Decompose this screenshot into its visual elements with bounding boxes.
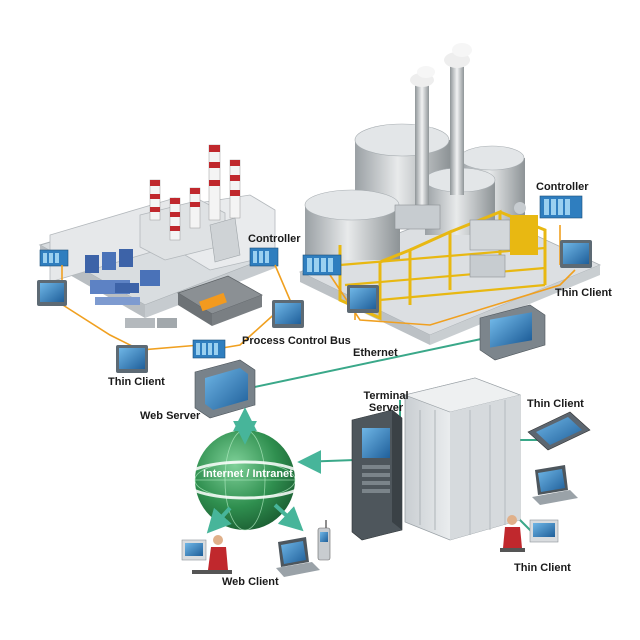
left-plant [40,145,275,328]
ethernet-label: Ethernet [353,347,398,359]
web-server-label: Web Server [140,410,200,422]
web-client-laptop [276,537,320,577]
controller-bus-device [193,340,225,358]
thin-client-user-right [500,515,558,552]
monitor-left-mid [272,300,304,328]
tablet-device [528,412,590,450]
monitor-right-top [560,240,592,268]
laptop-right [532,465,578,505]
process-control-bus-label: Process Control Bus [242,335,351,347]
monitor-left-bottom [116,345,148,373]
monitor-right-mid [347,285,379,313]
server-racks [405,378,520,540]
controller-right-label: Controller [536,181,589,193]
web-client-user [182,535,232,574]
terminal-server-label-line1: Terminal [362,390,410,402]
thin-client-right-label: Thin Client [555,287,612,299]
web-client-phone [318,520,330,560]
terminal-server-label-line2: Server [362,402,410,414]
terminal-server-device [352,410,402,540]
internet-intranet-label: Internet / Intranet [203,468,293,480]
right-plant [300,43,600,345]
terminal-server-label: Terminal Server [362,390,410,414]
controller-left-label: Controller [248,233,301,245]
monitor-left-top [37,280,67,306]
thin-client-left-label: Thin Client [108,376,165,388]
web-server-device [195,360,255,418]
thin-client-bottom-label: Thin Client [514,562,571,574]
thin-client-tablet-label: Thin Client [527,398,584,410]
web-client-label: Web Client [222,576,279,588]
